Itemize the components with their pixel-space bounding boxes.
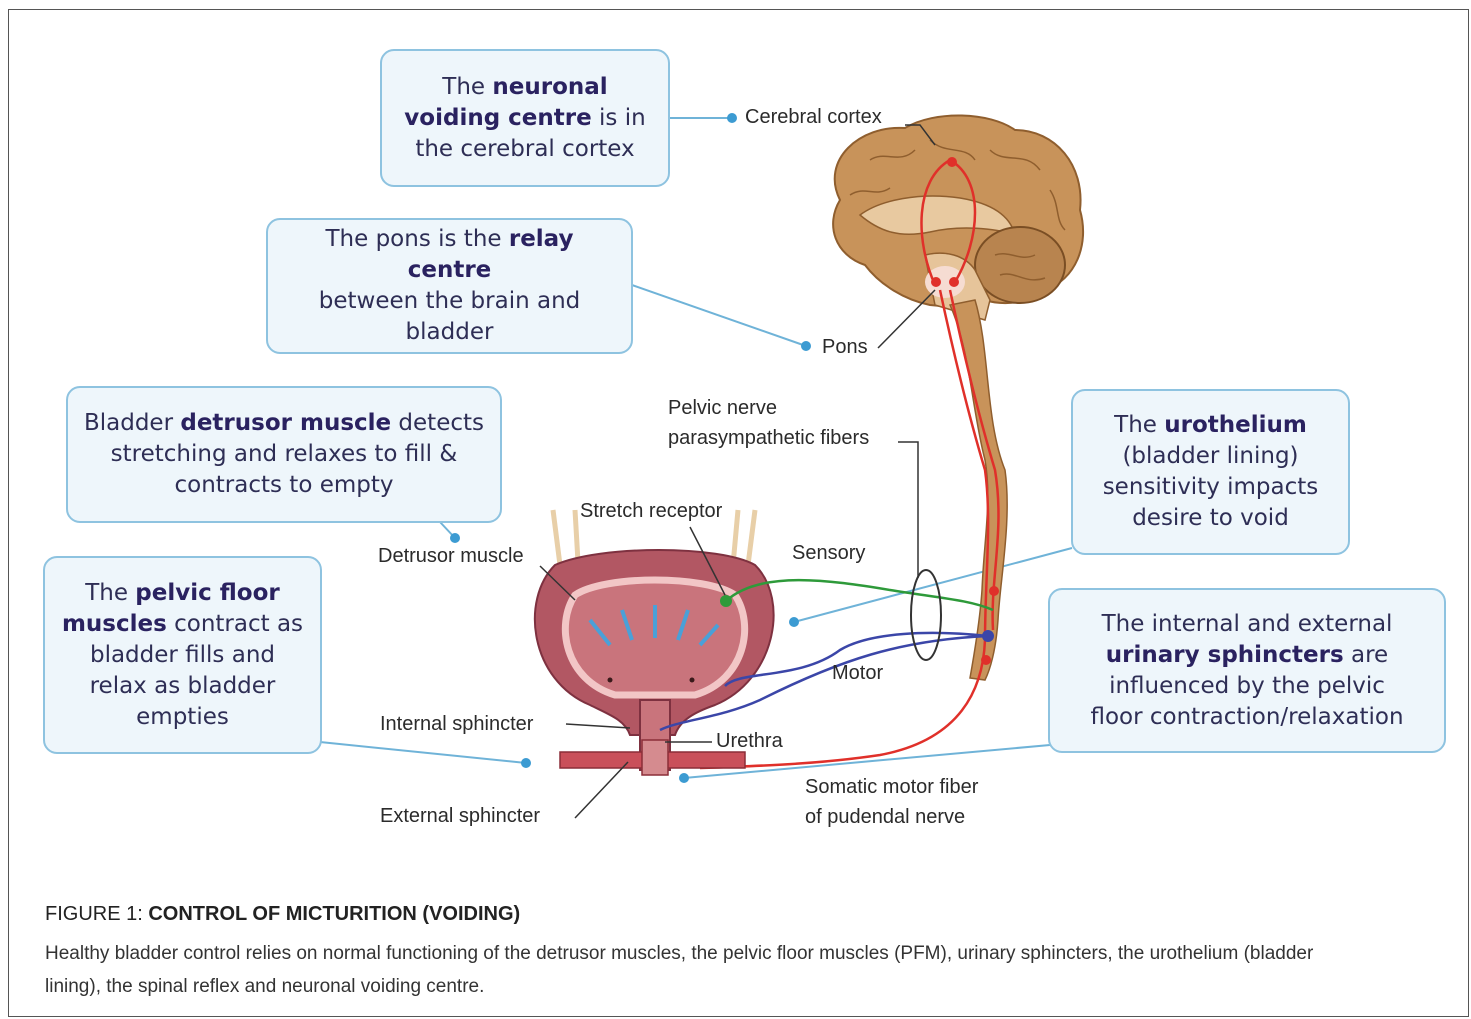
dot-pons: [801, 341, 811, 351]
label-pelvic-nerve: Pelvic nerve: [668, 397, 777, 420]
dot-detrusor: [450, 533, 460, 543]
label-external-sphincter: External sphincter: [380, 805, 540, 828]
label-internal-sphincter: Internal sphincter: [380, 713, 533, 736]
connector-pelvic: [320, 742, 526, 763]
box-urothelium: The urothelium (bladder lining) sensitiv…: [1071, 389, 1350, 555]
dot-sphincters: [679, 773, 689, 783]
label-cerebral-cortex: Cerebral cortex: [745, 106, 882, 129]
label-pons: Pons: [822, 336, 868, 359]
dot-pelvic: [521, 758, 531, 768]
label-motor: Motor: [832, 662, 883, 685]
dot-urothelium: [789, 617, 799, 627]
pelvic-nerve-ring: [911, 570, 941, 660]
dot-cortex: [727, 113, 737, 123]
box-detrusor-muscle: Bladder detrusor muscle detects stretchi…: [66, 386, 502, 523]
box-urinary-sphincters: The internal and external urinary sphinc…: [1048, 588, 1446, 753]
label-pudendal-nerve: of pudendal nerve: [805, 806, 965, 829]
box-pons-relay-centre: The pons is the relay centre between the…: [266, 218, 633, 354]
box-neuronal-voiding-centre: The neuronal voiding centre is in the ce…: [380, 49, 670, 187]
connector-pons: [632, 285, 806, 346]
figure-caption-title: FIGURE 1: CONTROL OF MICTURITION (VOIDIN…: [45, 903, 520, 926]
label-urethra: Urethra: [716, 730, 783, 753]
brain-illustration: [833, 115, 1083, 320]
label-stretch-receptor: Stretch receptor: [580, 500, 722, 523]
figure-caption-body: Healthy bladder control relies on normal…: [45, 937, 1365, 1003]
label-sensory: Sensory: [792, 542, 865, 565]
label-somatic-motor-fiber: Somatic motor fiber: [805, 776, 978, 799]
label-parasympathetic-fibers: parasympathetic fibers: [668, 427, 869, 450]
label-detrusor-muscle: Detrusor muscle: [378, 545, 524, 568]
box-pelvic-floor-muscles: The pelvic floor muscles contract as bla…: [43, 556, 322, 754]
